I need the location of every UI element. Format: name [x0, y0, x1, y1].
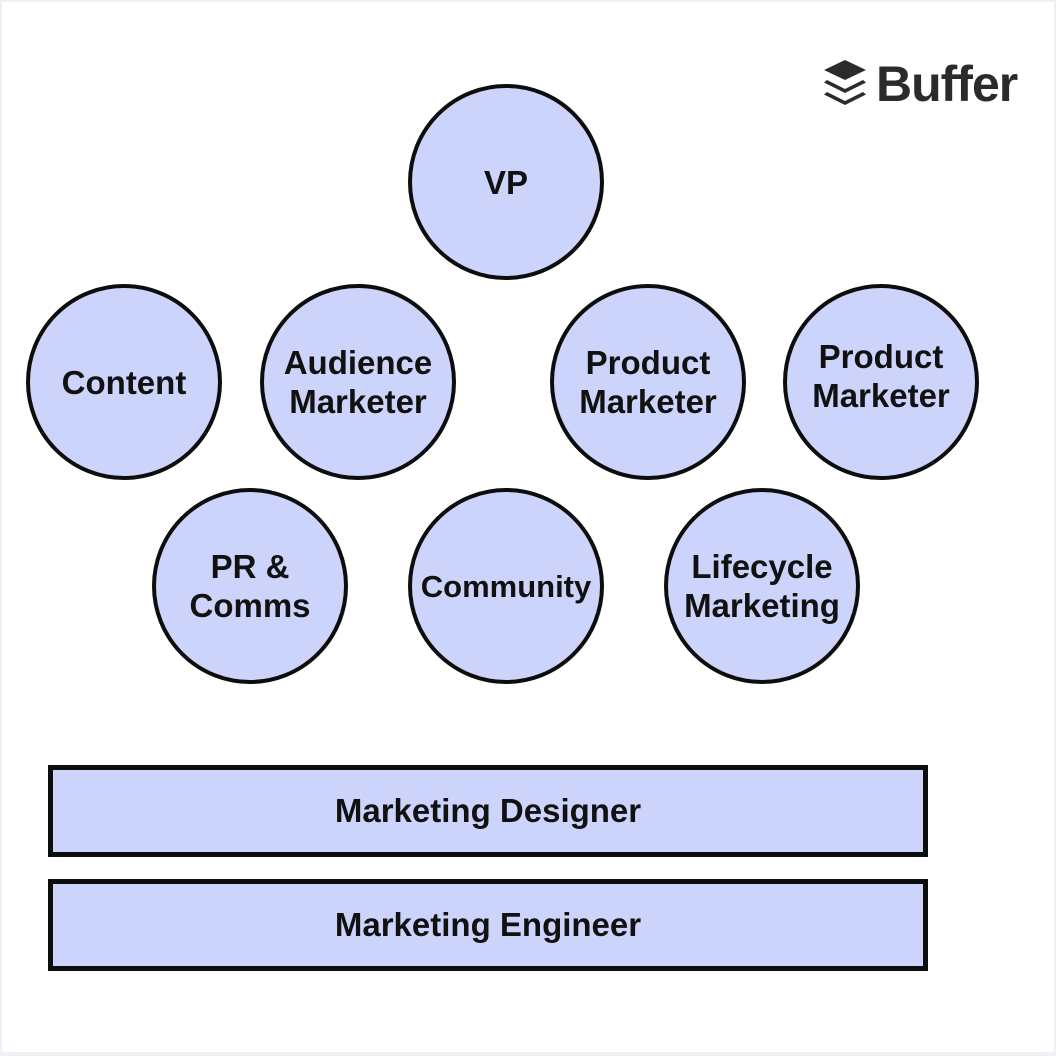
node-product-marketer-1: Product Marketer	[550, 284, 746, 480]
node-pr-comms: PR & Comms	[152, 488, 348, 684]
node-product-marketer-2-label: Product Marketer	[812, 338, 950, 414]
bar-marketing-designer-label: Marketing Designer	[334, 792, 642, 829]
node-community: Community	[408, 488, 604, 684]
node-vp-label: VP	[483, 163, 529, 201]
node-content: Content	[26, 284, 222, 480]
bar-marketing-designer: Marketing Designer	[48, 765, 928, 857]
bar-marketing-engineer: Marketing Engineer	[48, 879, 928, 971]
bar-marketing-engineer-label: Marketing Engineer	[334, 906, 642, 943]
node-pr-comms-label: PR & Comms	[189, 548, 311, 624]
node-audience-marketer-label: Audience Marketer	[283, 344, 433, 420]
node-product-marketer-1-label: Product Marketer	[579, 344, 717, 420]
node-lifecycle-marketing: Lifecycle Marketing	[664, 488, 860, 684]
node-community-label: Community	[420, 568, 592, 604]
node-lifecycle-marketing-label: Lifecycle Marketing	[684, 548, 840, 624]
brand-name: Buffer	[876, 56, 1018, 112]
node-audience-marketer: Audience Marketer	[260, 284, 456, 480]
node-product-marketer-2: Product Marketer	[783, 284, 979, 480]
node-content-label: Content	[61, 363, 187, 401]
node-vp: VP	[408, 84, 604, 280]
buffer-stack-icon	[824, 60, 866, 105]
brand-logo: Buffer	[822, 56, 1018, 112]
